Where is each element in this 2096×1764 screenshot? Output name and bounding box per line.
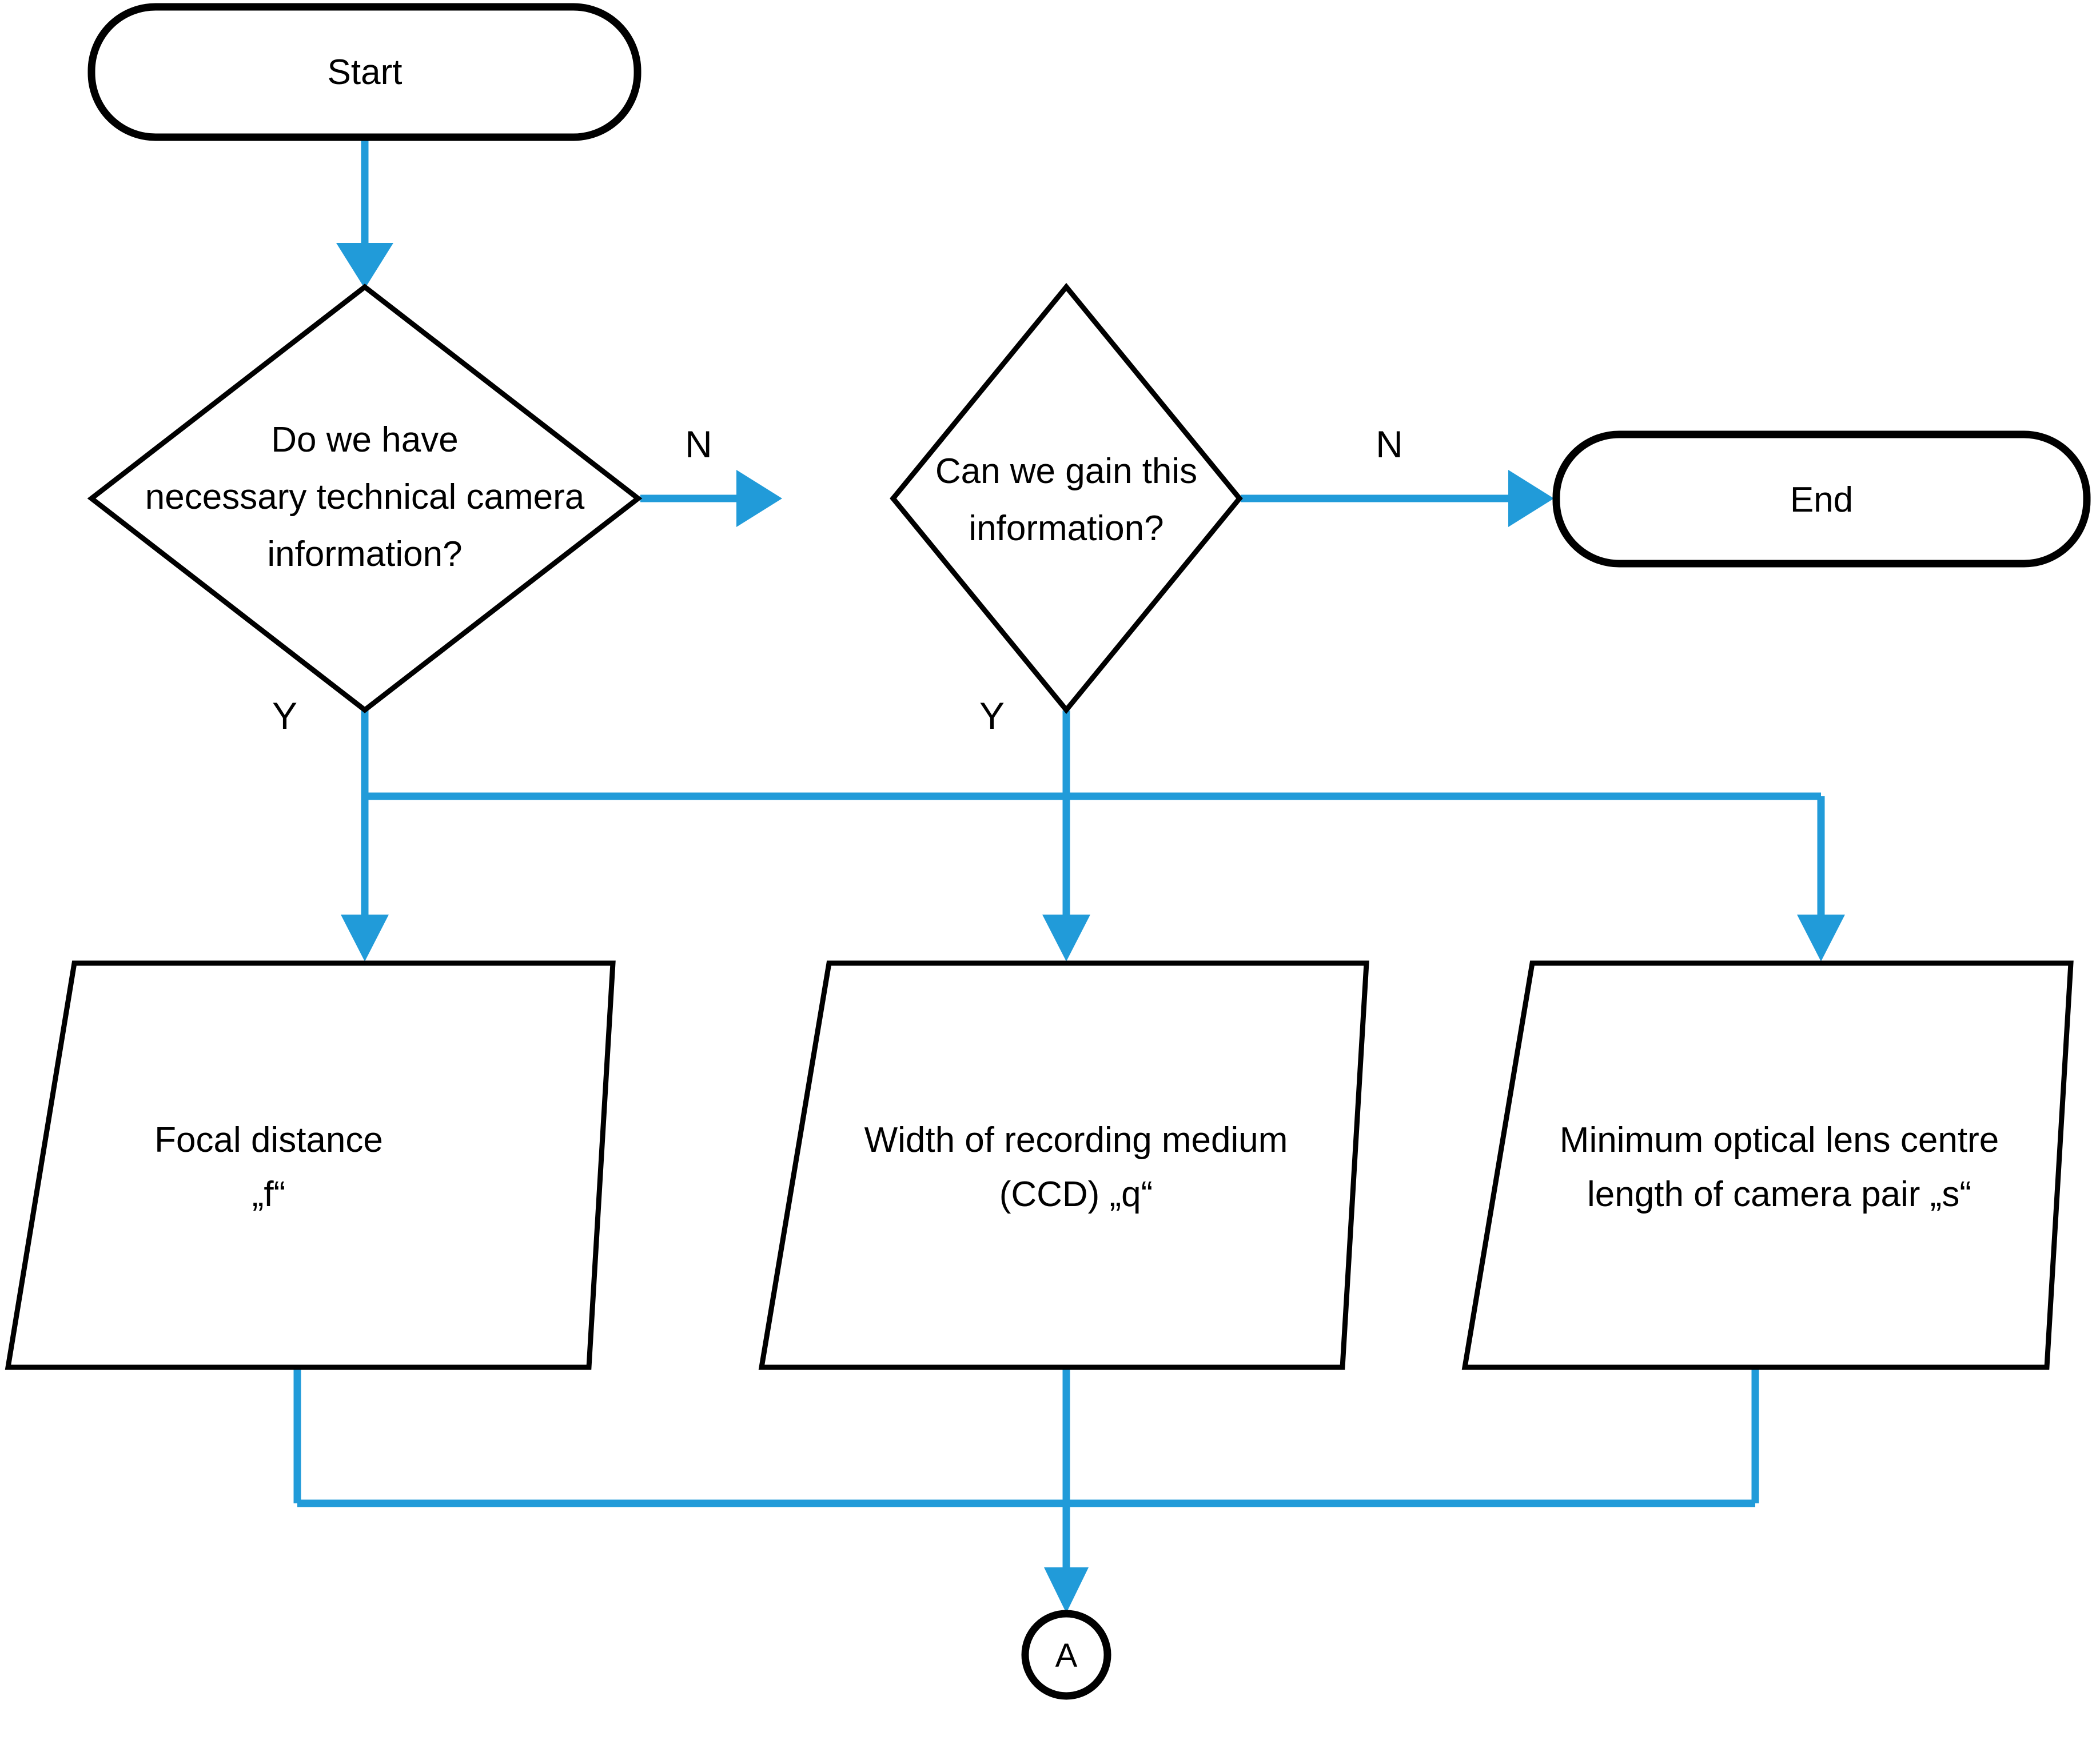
edge-start-to-decision-have-info	[336, 139, 393, 289]
node-decision-gain-info[interactable]: Can we gain this information?	[890, 282, 1243, 715]
edge-label-have-info-yes: Y	[272, 695, 297, 737]
edge-have-info-no-to-gain-info	[640, 470, 782, 527]
edge-label-have-info-no: N	[685, 423, 712, 465]
lens-centre-length-shape[interactable]	[1461, 960, 2074, 1370]
lens-centre-length-label-line1: Minimum optical lens centre	[1560, 1120, 1999, 1160]
node-lens-centre-length[interactable]: Minimum optical lens centre length of ca…	[1461, 960, 2074, 1370]
decision-gain-info-shape[interactable]	[890, 282, 1243, 715]
focal-distance-shape[interactable]	[5, 960, 616, 1370]
edge-have-info-yes-to-bus	[341, 711, 389, 961]
connector-a-shape[interactable]	[1021, 1610, 1111, 1700]
connector-a-label: A	[1055, 1637, 1078, 1674]
edge-gain-info-yes-to-bus	[1042, 711, 1090, 961]
end-shape[interactable]	[1552, 430, 2091, 568]
edge-ccd-width-to-connector-a	[1044, 1367, 1089, 1613]
focal-distance-label-line2: „f“	[252, 1175, 286, 1214]
edge-label-gain-info-yes: Y	[979, 695, 1005, 737]
node-focal-distance[interactable]: Focal distance „f“	[5, 960, 616, 1370]
node-end[interactable]: End	[1552, 430, 2091, 568]
edge-gain-info-no-to-end	[1241, 470, 1554, 527]
lens-centre-length-label-line2: length of camera pair „s“	[1587, 1175, 1971, 1214]
ccd-width-label-line1: Width of recording medium	[864, 1120, 1288, 1160]
start-label: Start	[328, 53, 403, 92]
start-shape[interactable]	[87, 3, 641, 141]
decision-gain-info-label-line2: information?	[969, 509, 1163, 548]
node-start[interactable]: Start	[87, 3, 641, 141]
focal-distance-label-line1: Focal distance	[154, 1120, 383, 1160]
edge-bus-to-lens-centre	[1797, 796, 1845, 961]
end-label: End	[1790, 480, 1853, 520]
decision-have-info-shape[interactable]	[87, 284, 643, 713]
ccd-width-label-line2: (CCD) „q“	[999, 1175, 1153, 1214]
edge-label-gain-info-no: N	[1376, 423, 1403, 465]
node-ccd-width[interactable]: Width of recording medium (CCD) „q“	[758, 960, 1369, 1370]
decision-have-info-label-line2: necessary technical camera	[145, 477, 585, 517]
decision-have-info-label-line1: Do we have	[271, 420, 458, 460]
ccd-width-shape[interactable]	[758, 960, 1369, 1370]
decision-have-info-label-line3: information?	[267, 534, 462, 574]
decision-gain-info-label-line1: Can we gain this	[935, 452, 1197, 491]
node-connector-a[interactable]: A	[1021, 1610, 1111, 1700]
node-decision-have-info[interactable]: Do we have necessary technical camera in…	[87, 284, 643, 713]
